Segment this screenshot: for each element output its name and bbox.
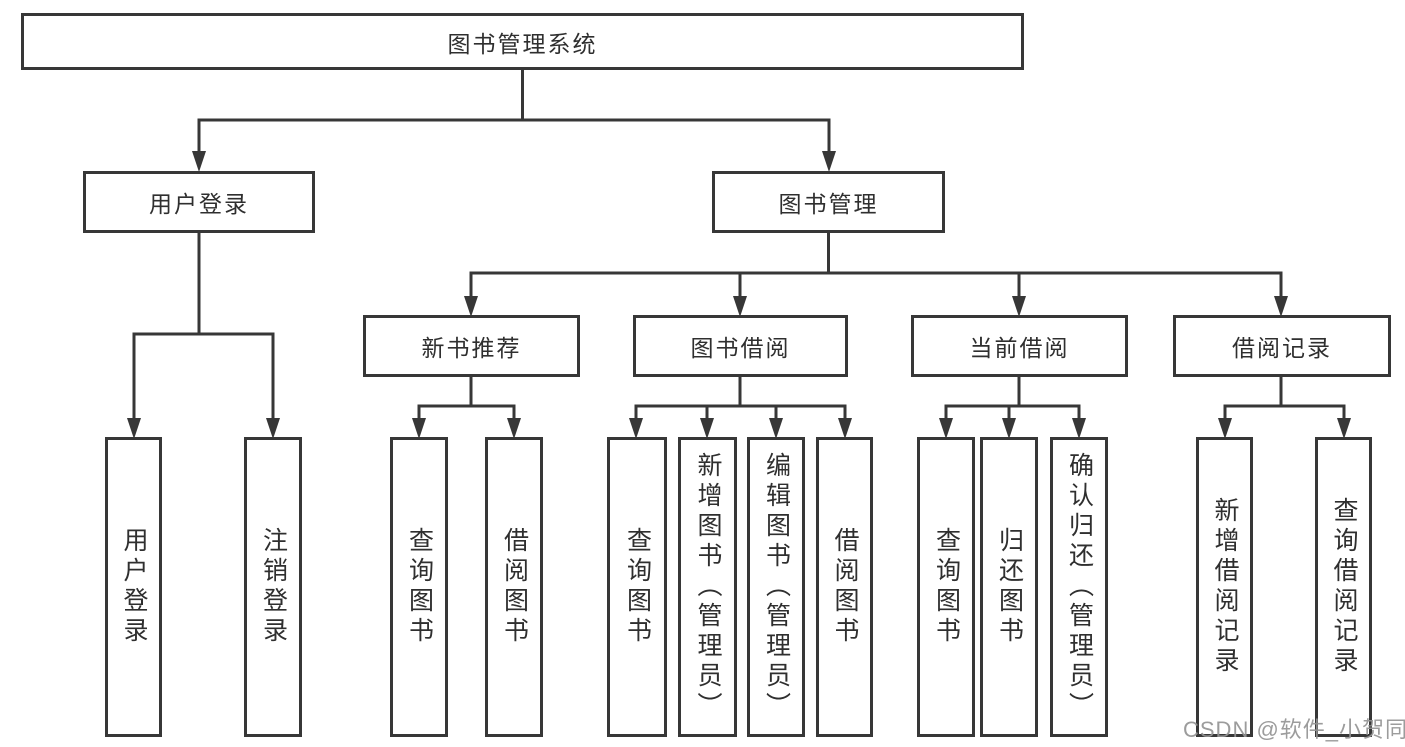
arrowhead: [1012, 296, 1026, 317]
leaf-user-login: 用户登录: [105, 437, 162, 737]
node-library-management-system: 图书管理系统: [21, 13, 1024, 70]
leaf-add-borrow-record: 新增借阅记录: [1196, 437, 1253, 737]
leaf-return-book: 归还图书: [980, 437, 1038, 737]
arrowhead: [507, 418, 521, 439]
node-book-borrow: 图书借阅: [633, 315, 848, 377]
node-user-login: 用户登录: [83, 171, 315, 233]
arrowhead: [1218, 418, 1232, 439]
node-current-borrow: 当前借阅: [911, 315, 1128, 377]
arrowhead: [1274, 296, 1288, 317]
arrowhead: [1072, 418, 1086, 439]
leaf-query-books-borrow: 查询图书: [607, 437, 667, 737]
leaf-query-borrow-record: 查询借阅记录: [1315, 437, 1372, 737]
arrowhead: [769, 418, 783, 439]
leaf-add-book-admin: 新增图书（管理员）: [678, 437, 737, 737]
watermark: CSDN @软件_小贺同学: [1183, 717, 1405, 742]
arrowheads: [127, 151, 1351, 439]
arrowhead: [192, 151, 206, 172]
leaf-query-books-recommend: 查询图书: [390, 437, 448, 737]
arrowhead: [464, 296, 478, 317]
node-borrow-records: 借阅记录: [1173, 315, 1391, 377]
leaf-confirm-return-admin: 确认归还（管理员）: [1050, 437, 1108, 737]
arrowhead: [1337, 418, 1351, 439]
node-book-management: 图书管理: [712, 171, 945, 233]
leaf-borrow-books-recommend: 借阅图书: [485, 437, 543, 737]
arrowhead: [838, 418, 852, 439]
arrowhead: [822, 151, 836, 172]
arrowhead: [733, 296, 747, 317]
arrowhead: [629, 418, 643, 439]
arrowhead: [1002, 418, 1016, 439]
node-new-book-recommend: 新书推荐: [363, 315, 580, 377]
arrowhead: [127, 418, 141, 439]
arrowhead: [939, 418, 953, 439]
arrowhead: [412, 418, 426, 439]
leaf-query-books-current: 查询图书: [917, 437, 975, 737]
arrowhead: [700, 418, 714, 439]
leaf-logout: 注销登录: [244, 437, 302, 737]
leaf-borrow-books: 借阅图书: [816, 437, 873, 737]
arrowhead: [266, 418, 280, 439]
leaf-edit-book-admin: 编辑图书（管理员）: [747, 437, 805, 737]
